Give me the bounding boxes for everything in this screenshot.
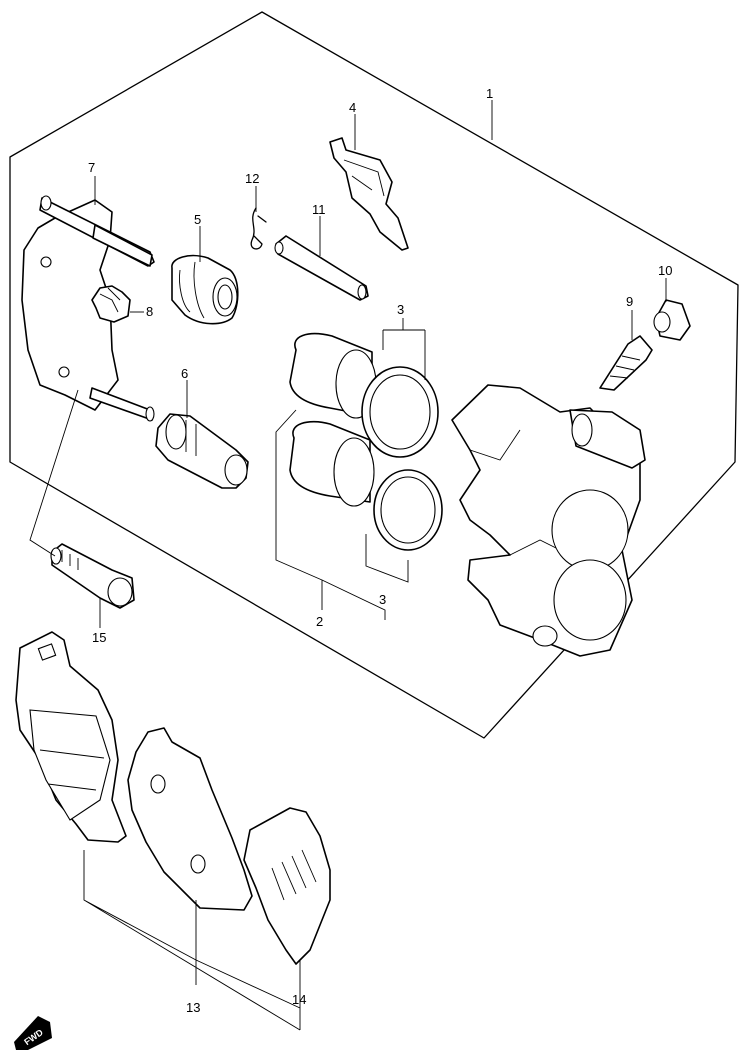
pin-clip <box>250 207 267 250</box>
callout-15: 15 <box>92 630 106 645</box>
callout-6: 6 <box>181 366 188 381</box>
callout-5: 5 <box>194 212 201 227</box>
callout-4: 4 <box>349 100 356 115</box>
callout-13: 13 <box>186 1000 200 1015</box>
pad-shim <box>127 727 253 911</box>
callout-2: 2 <box>316 614 323 629</box>
piston-seals <box>361 366 443 551</box>
callout-8: 8 <box>146 304 153 319</box>
callout-9: 9 <box>626 294 633 309</box>
callout-7: 7 <box>88 160 95 175</box>
sleeve-pin <box>155 413 249 489</box>
bleeder-screw <box>599 335 653 391</box>
fwd-arrow-icon: FWD <box>14 1016 52 1050</box>
brake-pad <box>15 631 127 843</box>
pin-boot <box>171 254 239 325</box>
pad-spring-plate <box>243 807 331 965</box>
callout-3-bottom: 3 <box>379 592 386 607</box>
caliper-assembly-boundary <box>9 11 739 739</box>
callout-11: 11 <box>312 202 326 217</box>
callout-3-top: 3 <box>397 302 404 317</box>
pad-spring-clip <box>91 285 131 323</box>
callout-12: 12 <box>245 171 259 186</box>
callout-labels: 1 4 7 12 11 5 10 9 3 8 6 3 2 15 14 13 <box>88 86 672 1015</box>
caliper-body <box>451 384 646 657</box>
callout-14: 14 <box>292 992 306 1007</box>
pad-retainer-plate <box>329 137 409 251</box>
callout-1: 1 <box>486 86 493 101</box>
bleeder-cap <box>653 299 691 341</box>
callout-10: 10 <box>658 263 672 278</box>
caliper-bracket <box>21 195 155 422</box>
pad-pin <box>274 235 369 301</box>
leader-lines <box>29 100 667 1031</box>
mounting-bolt <box>50 543 135 609</box>
